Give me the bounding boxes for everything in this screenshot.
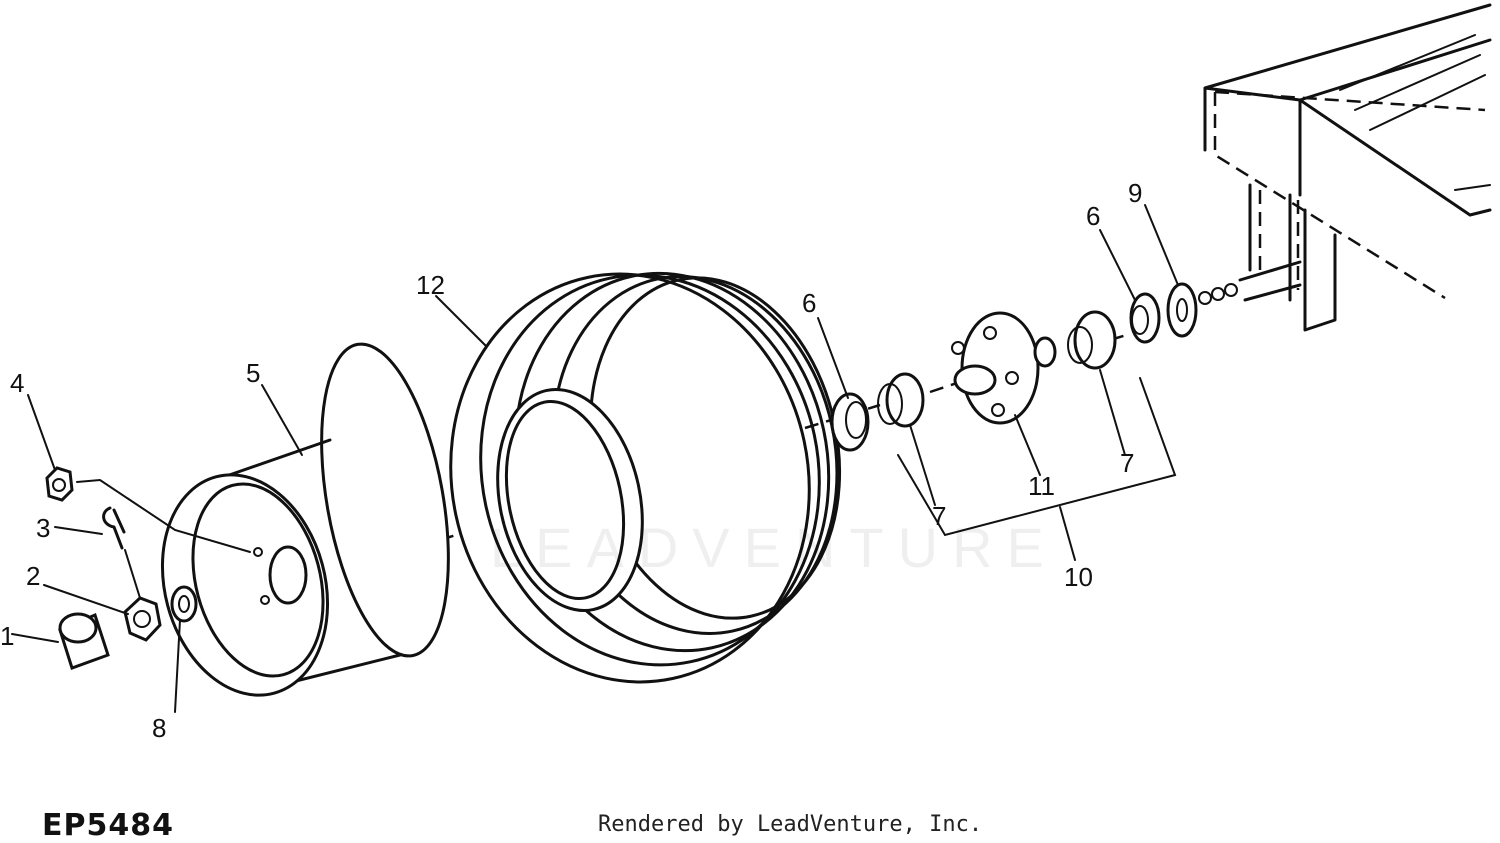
tire xyxy=(449,271,842,684)
lug-nut xyxy=(45,466,74,502)
tapered-bearing-inner xyxy=(1129,292,1161,344)
lug-nut-leader xyxy=(76,478,251,553)
callout-10: 10 xyxy=(1064,562,1093,592)
render-credit: Rendered by LeadVenture, Inc. xyxy=(598,812,983,837)
hub-cap xyxy=(58,612,110,670)
callout-9: 9 xyxy=(1128,178,1142,208)
bearing-cup-inner xyxy=(1067,310,1117,370)
callout-6-outer: 6 xyxy=(802,288,816,318)
assembly-bracket xyxy=(897,377,1177,537)
callout-2: 2 xyxy=(26,561,40,591)
diagram-code: EP5484 xyxy=(42,808,174,843)
callout-1: 1 xyxy=(0,621,14,651)
callout-8: 8 xyxy=(152,713,166,743)
trailer-frame xyxy=(1198,3,1492,332)
callout-6-inner: 6 xyxy=(1086,201,1100,231)
wheel-rim xyxy=(160,342,450,697)
hub xyxy=(951,311,1057,425)
callout-3: 3 xyxy=(36,513,50,543)
bearing-cup-outer xyxy=(877,372,925,428)
tapered-bearing-outer xyxy=(830,392,870,452)
callout-5: 5 xyxy=(246,358,260,388)
callout-7-right: 7 xyxy=(1120,448,1134,478)
callout-12: 12 xyxy=(416,270,445,300)
washer xyxy=(1166,282,1198,338)
leader-lines xyxy=(11,204,1179,713)
callout-4: 4 xyxy=(10,368,24,398)
cotter-pin xyxy=(102,506,126,550)
callout-7-left: 7 xyxy=(932,501,946,531)
callout-11: 11 xyxy=(1028,471,1055,501)
castle-nut xyxy=(123,596,162,642)
bushing xyxy=(170,585,198,623)
